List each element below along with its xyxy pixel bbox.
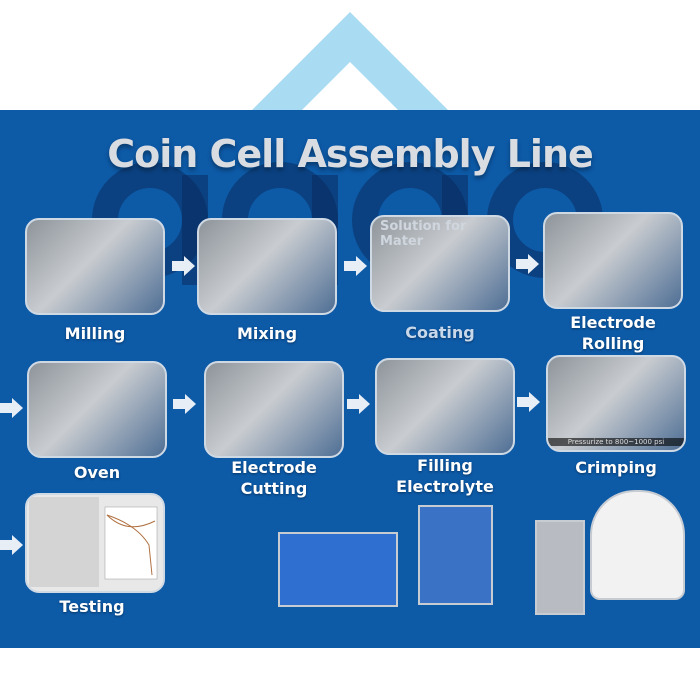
label-line: Filling	[417, 456, 473, 475]
coating-photo: Solution for Mater	[370, 215, 510, 312]
electrode-cutting-photo	[204, 361, 344, 458]
testing-label: Testing	[59, 597, 125, 616]
crimping-photo-caption: Pressurize to 800~1000 psi	[548, 438, 684, 446]
milling-label: Milling	[64, 324, 126, 343]
label-line: Electrode	[570, 313, 656, 332]
mixing-photo	[197, 218, 337, 315]
coating-photo-text: Solution for Mater	[380, 219, 467, 249]
cutting-machine-image	[535, 520, 585, 615]
label-line: Cutting	[240, 479, 308, 498]
milling-photo	[25, 218, 165, 315]
crimping-label: Crimping	[575, 458, 657, 477]
page-title: Coin Cell Assembly Line	[107, 132, 594, 176]
oven-label: Oven	[73, 463, 121, 482]
coating-label: Coating	[405, 323, 475, 342]
electrode-rolling-photo	[543, 212, 683, 309]
assembly-line-panel: Coin Cell Assembly Line Milling Mixing S…	[0, 110, 700, 648]
bottom-margin	[0, 648, 700, 700]
mixing-label: Mixing	[236, 324, 298, 343]
oven-photo	[27, 361, 167, 458]
ball-mill-image	[590, 490, 685, 600]
charge-discharge-curve-icon	[29, 497, 158, 587]
label-line: Electrolyte	[396, 477, 494, 496]
filling-electrolyte-photo	[375, 358, 515, 455]
rolling-machine-image	[278, 532, 398, 607]
label-line: Electrode	[231, 458, 317, 477]
testing-software-screenshot	[25, 493, 165, 593]
crimping-machine-image	[418, 505, 493, 605]
crimping-photo: Pressurize to 800~1000 psi	[546, 355, 686, 452]
logo-triangle-cutout	[300, 62, 400, 112]
label-line: Rolling	[581, 334, 645, 353]
